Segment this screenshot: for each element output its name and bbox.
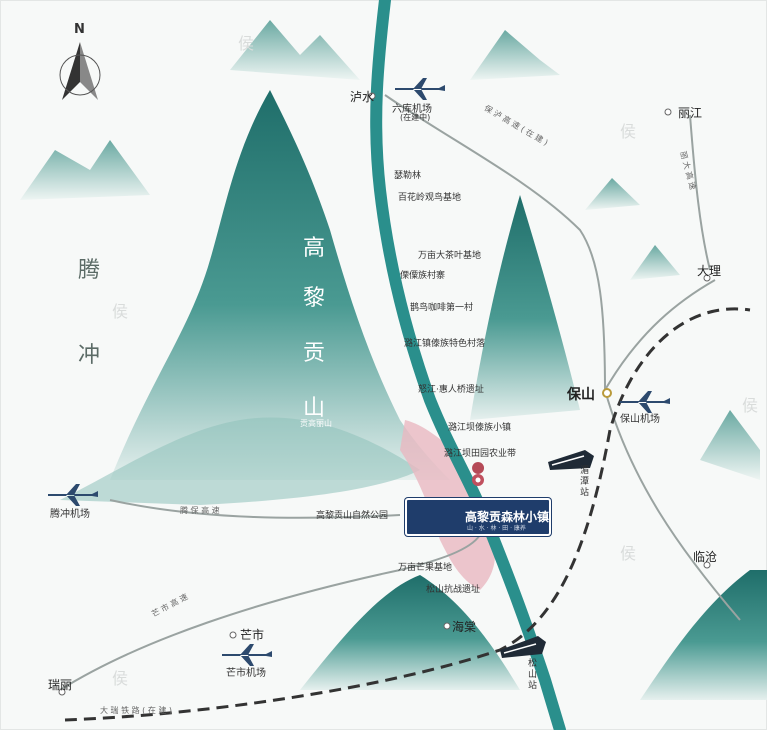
mountain-char-3: 贡	[303, 341, 326, 366]
watermark: 侯	[238, 34, 255, 53]
airport-liuku-name: 六库机场	[392, 104, 432, 115]
airport-baoshan: 保山机场	[620, 414, 660, 425]
airplane-icon	[395, 78, 445, 100]
compass-icon	[59, 42, 101, 100]
project-badge[interactable]: 高黎贡森林小镇 山 · 水 · 林 · 田 · 康养	[405, 498, 551, 536]
poi-label: 松山抗战遗址	[426, 585, 481, 595]
mountain-char-1: 高	[303, 236, 326, 261]
mountain-far-1	[230, 20, 360, 80]
eastern-range	[470, 195, 580, 420]
poi-label: 鹊鸟咖啡第一村	[410, 303, 474, 313]
poi-label: 潞江坝傣族小镇	[448, 423, 512, 433]
train-icon	[500, 636, 546, 658]
range-foothill	[60, 417, 420, 505]
station-songshan-char-3: 站	[528, 681, 538, 691]
mountain-char-4: 山	[303, 396, 326, 421]
mountain-far-3	[20, 140, 150, 200]
watermark: 侯	[112, 302, 129, 321]
ruili-dot	[58, 688, 66, 696]
dali-dot	[703, 274, 711, 282]
southern-range	[300, 575, 520, 690]
project-badge-subtitle: 山 · 水 · 林 · 田 · 康养	[467, 525, 526, 532]
airplane-icon	[222, 644, 272, 666]
city-lijiang: 丽江	[678, 106, 703, 120]
city-haitang: 海棠	[452, 620, 477, 634]
city-dali: 大理	[697, 264, 722, 278]
road-label-tengchong: 腾 保 高 速	[180, 506, 220, 515]
airplane-icon	[48, 484, 98, 506]
city-lushui: 泸水	[350, 90, 375, 104]
region-tengchong-char-1: 腾	[78, 258, 101, 283]
city-ruili: 瑞丽	[48, 678, 73, 692]
road-mangshi	[59, 534, 481, 691]
watermark: 侯	[112, 669, 129, 688]
road-lijiang	[689, 114, 711, 271]
location-pin-icon	[472, 462, 485, 474]
poi-label: 怒江·惠人桥遗址	[418, 385, 484, 395]
baoshan-dot	[602, 388, 612, 398]
road-lincang	[604, 389, 741, 621]
city-baoshan: 保山	[567, 387, 595, 403]
road-dali	[604, 279, 716, 391]
airport-mangshi: 芒市机场	[226, 668, 266, 679]
mangshi-dot	[229, 631, 237, 639]
city-lincang: 临沧	[693, 550, 718, 564]
watermark: 侯	[620, 544, 637, 563]
city-mangshi: 芒市	[240, 628, 265, 642]
lushui-dot	[368, 92, 376, 100]
mountain-far-6	[700, 410, 760, 480]
station-songshan-char-1: 松	[528, 659, 538, 669]
station-luoshui-char-2: 潭	[580, 477, 590, 487]
mountain-route-label: 贡高丽山	[300, 419, 332, 428]
southeast-range	[640, 570, 767, 700]
watermark: 侯	[620, 122, 637, 141]
airplane-icon	[620, 391, 670, 413]
lincang-dot	[703, 561, 711, 569]
gaoligong-range	[110, 90, 450, 480]
mountain-char-2: 黎	[303, 286, 326, 311]
project-badge-title: 高黎贡森林小镇	[465, 510, 550, 524]
mountain-far-2	[470, 30, 560, 80]
nu-river	[370, 0, 566, 730]
poi-label: 高黎贡山自然公园	[316, 511, 389, 521]
airport-liuku-note: (在建中)	[400, 113, 431, 122]
rail-line	[64, 307, 751, 722]
road-north	[384, 94, 606, 391]
poi-label: 百花岭观鸟基地	[398, 193, 462, 203]
road-tengchong	[109, 499, 401, 519]
station-songshan-char-2: 山	[528, 670, 538, 680]
poi-label: 万亩芒果基地	[398, 563, 453, 573]
mountain-far-4	[585, 178, 640, 210]
train-icon	[548, 450, 594, 470]
rail-label-dali-ruili: 大 瑞 铁 路 ( 在 建 )	[100, 706, 173, 715]
poi-label: 瑟勒林	[394, 171, 422, 181]
mountain-far-5	[630, 245, 680, 280]
poi-label: 潞江镇傣族特色村落	[404, 339, 486, 349]
poi-label: 潞江坝田园农业带	[444, 449, 517, 459]
station-luoshui-char-1: 湄	[580, 466, 590, 476]
compass-north-label: N	[74, 22, 85, 37]
region-tengchong-char-2: 冲	[78, 343, 101, 368]
lijiang-dot	[664, 108, 672, 116]
watermark: 侯	[742, 396, 759, 415]
station-luoshui-char-3: 站	[580, 488, 590, 498]
poi-label: 傈僳族村寨	[400, 271, 446, 281]
poi-label: 万亩大茶叶基地	[418, 251, 482, 261]
haitang-dot	[443, 622, 451, 630]
airport-tengchong: 腾冲机场	[50, 509, 90, 520]
